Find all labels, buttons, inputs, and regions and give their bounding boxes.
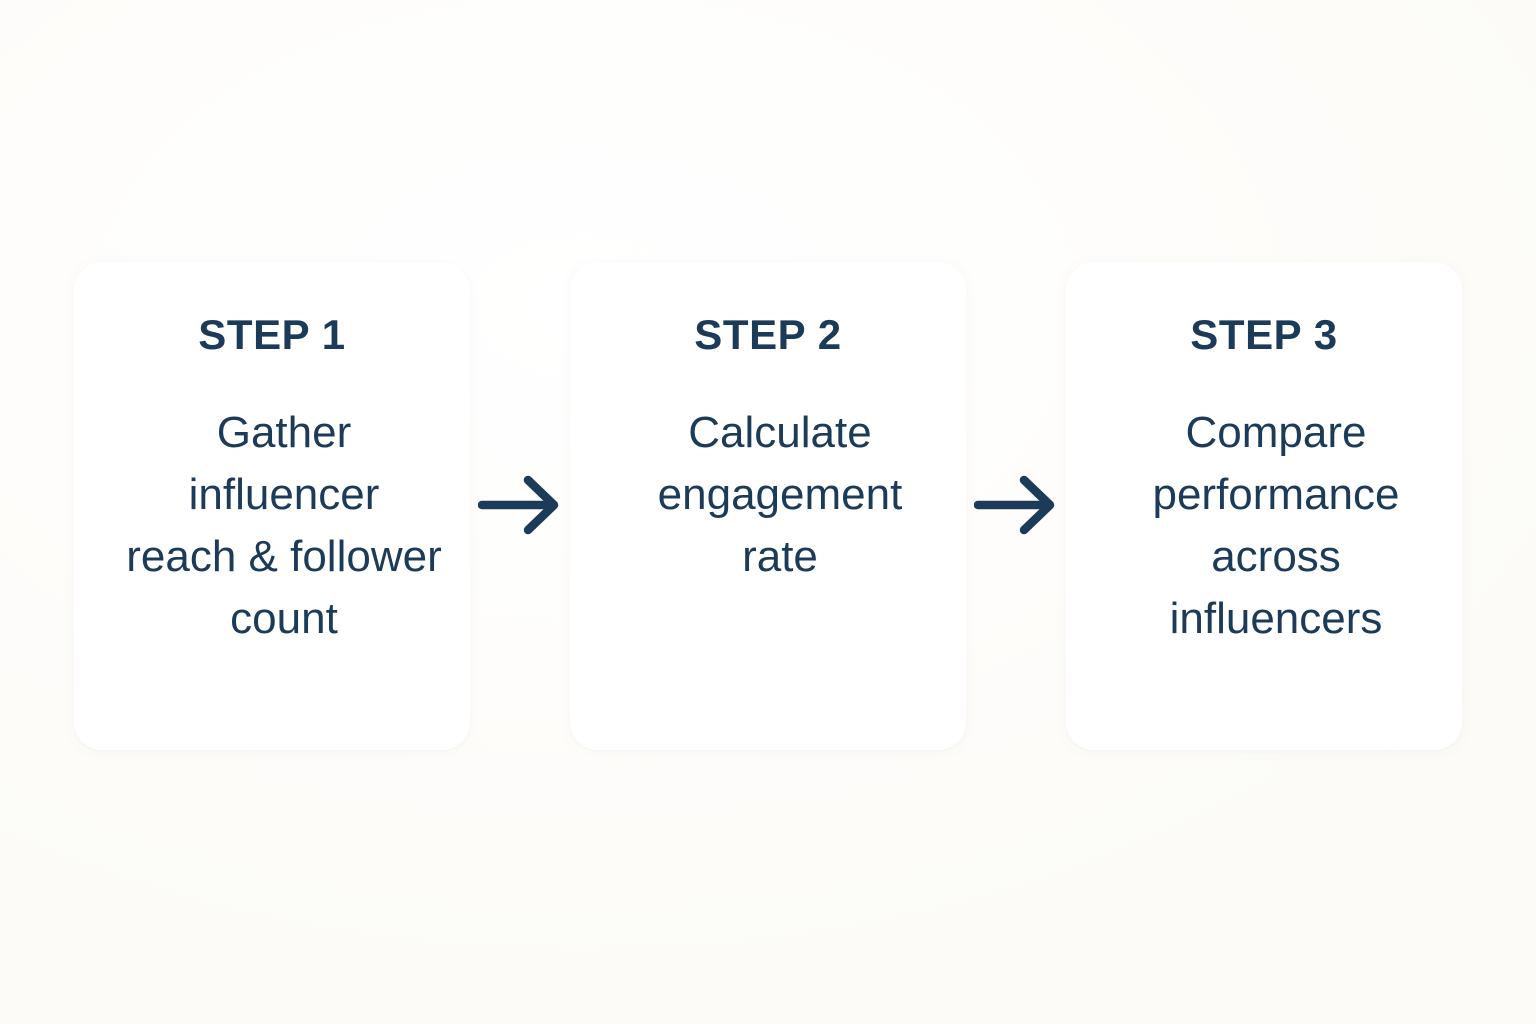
- arrow-right-icon: [478, 474, 562, 538]
- step-card-1[interactable]: STEP 1 Gather influencer reach & followe…: [74, 262, 470, 750]
- step-body-3: Compare performance across influencers: [1152, 408, 1400, 643]
- arrow-right-icon: [974, 474, 1058, 538]
- step-heading-1: STEP 1: [198, 311, 346, 358]
- step-card-2[interactable]: STEP 2 Calculate engagement rate: [570, 262, 966, 750]
- step-body-2: Calculate engagement rate: [657, 408, 903, 581]
- step-body-1: Gather influencer reach & follower count: [126, 408, 442, 643]
- process-flow-row: STEP 1 Gather influencer reach & followe…: [0, 262, 1536, 750]
- step-heading-3: STEP 3: [1190, 311, 1338, 358]
- step-card-3[interactable]: STEP 3 Compare performance across influe…: [1066, 262, 1462, 750]
- connector-slot-1: [470, 262, 570, 750]
- connector-slot-2: [966, 262, 1066, 750]
- step-heading-2: STEP 2: [694, 311, 842, 358]
